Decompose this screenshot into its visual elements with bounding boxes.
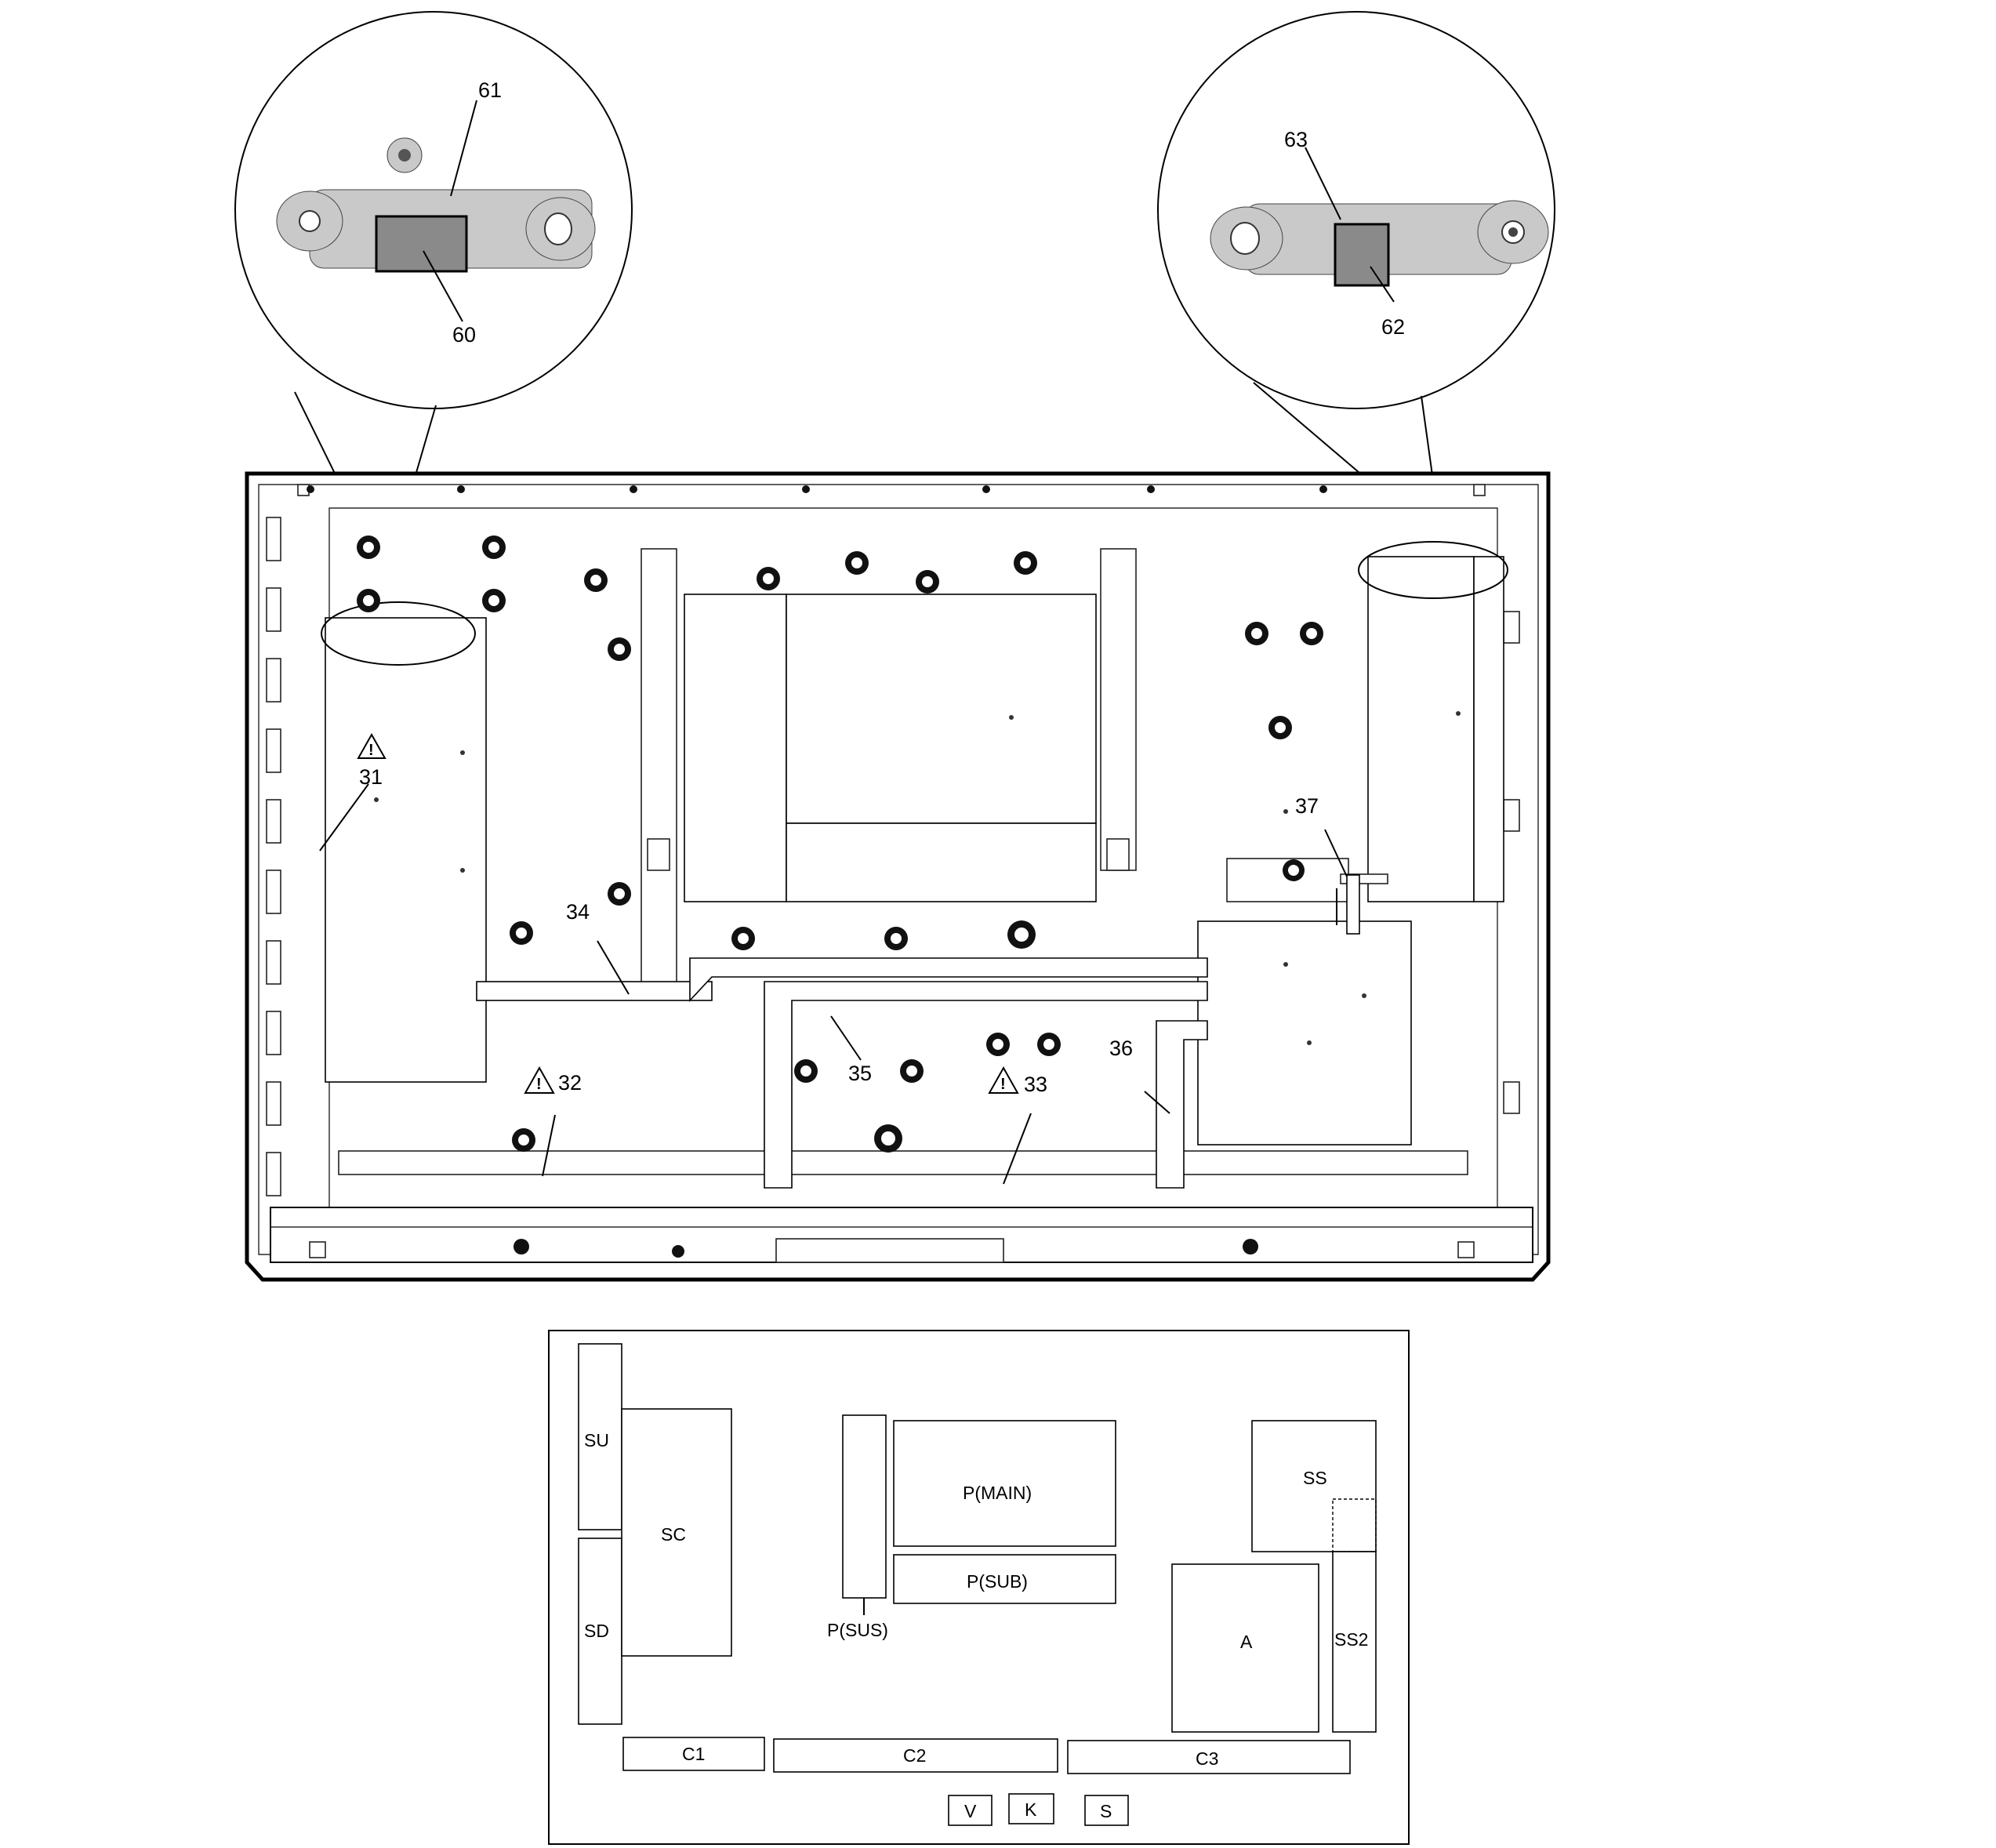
board-location-map: SU SD SC P(SUS) P(MAIN) P(SUB) SS SS2 A …	[548, 1330, 1410, 1845]
top-rail-holes	[297, 484, 1486, 496]
callout-33: 33	[1024, 1073, 1047, 1096]
board-p-sus-label: P(SUS)	[827, 1620, 888, 1640]
callout-63: 63	[1284, 128, 1308, 151]
board-p-sub	[893, 1554, 1116, 1604]
board-ss2	[1332, 1551, 1377, 1733]
svg-text:!: !	[536, 1076, 542, 1093]
callout-36: 36	[1109, 1037, 1133, 1060]
board-c2	[773, 1738, 1058, 1773]
callout-31: 31	[359, 765, 383, 789]
callout-62: 62	[1381, 315, 1405, 339]
left-edge-connectors	[266, 517, 281, 1196]
board-c3	[1067, 1740, 1351, 1774]
board-sc	[621, 1408, 732, 1657]
board-sd-label: SD	[584, 1621, 609, 1641]
power-board-area	[684, 594, 1097, 902]
callout-35: 35	[848, 1062, 872, 1085]
board-su-label: SU	[584, 1430, 609, 1450]
board-c2-label: C2	[903, 1745, 926, 1766]
svg-text:!: !	[368, 742, 374, 759]
callout-61: 61	[478, 78, 502, 102]
board-ss	[1251, 1420, 1377, 1552]
board-a-label: A	[1240, 1632, 1253, 1652]
callout-60: 60	[452, 323, 476, 347]
board-detail-dots	[374, 711, 1461, 1045]
board-p-sus	[842, 1414, 887, 1599]
board-sc-label: SC	[661, 1524, 686, 1545]
board-s-label: S	[1100, 1801, 1112, 1821]
board-k	[1008, 1793, 1054, 1824]
callout-37: 37	[1295, 794, 1319, 818]
board-ss2-label: SS2	[1334, 1629, 1368, 1650]
warning-triangle-icon: ! ! !	[357, 732, 1019, 1094]
board-v	[948, 1795, 993, 1826]
ss-board	[1358, 541, 1508, 902]
callout-34: 34	[566, 900, 590, 924]
callout-32: 32	[558, 1071, 582, 1095]
board-s	[1084, 1795, 1129, 1826]
svg-text:!: !	[1000, 1076, 1006, 1093]
board-su	[578, 1343, 622, 1530]
vertical-rails	[641, 548, 1137, 985]
sc-board	[319, 601, 487, 1083]
a-board	[1197, 858, 1412, 1145]
flat-cables	[476, 874, 1360, 1189]
board-p-sub-label: P(SUB)	[967, 1571, 1028, 1592]
board-ss-label: SS	[1303, 1468, 1327, 1488]
mounting-screws	[357, 536, 1323, 1153]
board-k-label: K	[1025, 1799, 1037, 1820]
board-c1-label: C1	[682, 1744, 705, 1764]
callout-leaders	[542, 829, 1348, 1185]
board-p-main	[893, 1420, 1116, 1547]
bottom-rail	[270, 1150, 1533, 1263]
board-v-label: V	[964, 1801, 977, 1821]
board-c3-label: C3	[1196, 1748, 1218, 1769]
tv-chassis-rear-view: ! ! ! 31 32 33 34 35 36 37	[245, 471, 1551, 1282]
board-p-main-label: P(MAIN)	[963, 1483, 1032, 1503]
board-sd	[578, 1538, 622, 1725]
detail-circle-right: 63 62	[1157, 11, 1555, 550]
detail-circle-left: 61 60	[234, 11, 633, 594]
board-c1	[622, 1737, 765, 1771]
board-a	[1171, 1563, 1319, 1733]
